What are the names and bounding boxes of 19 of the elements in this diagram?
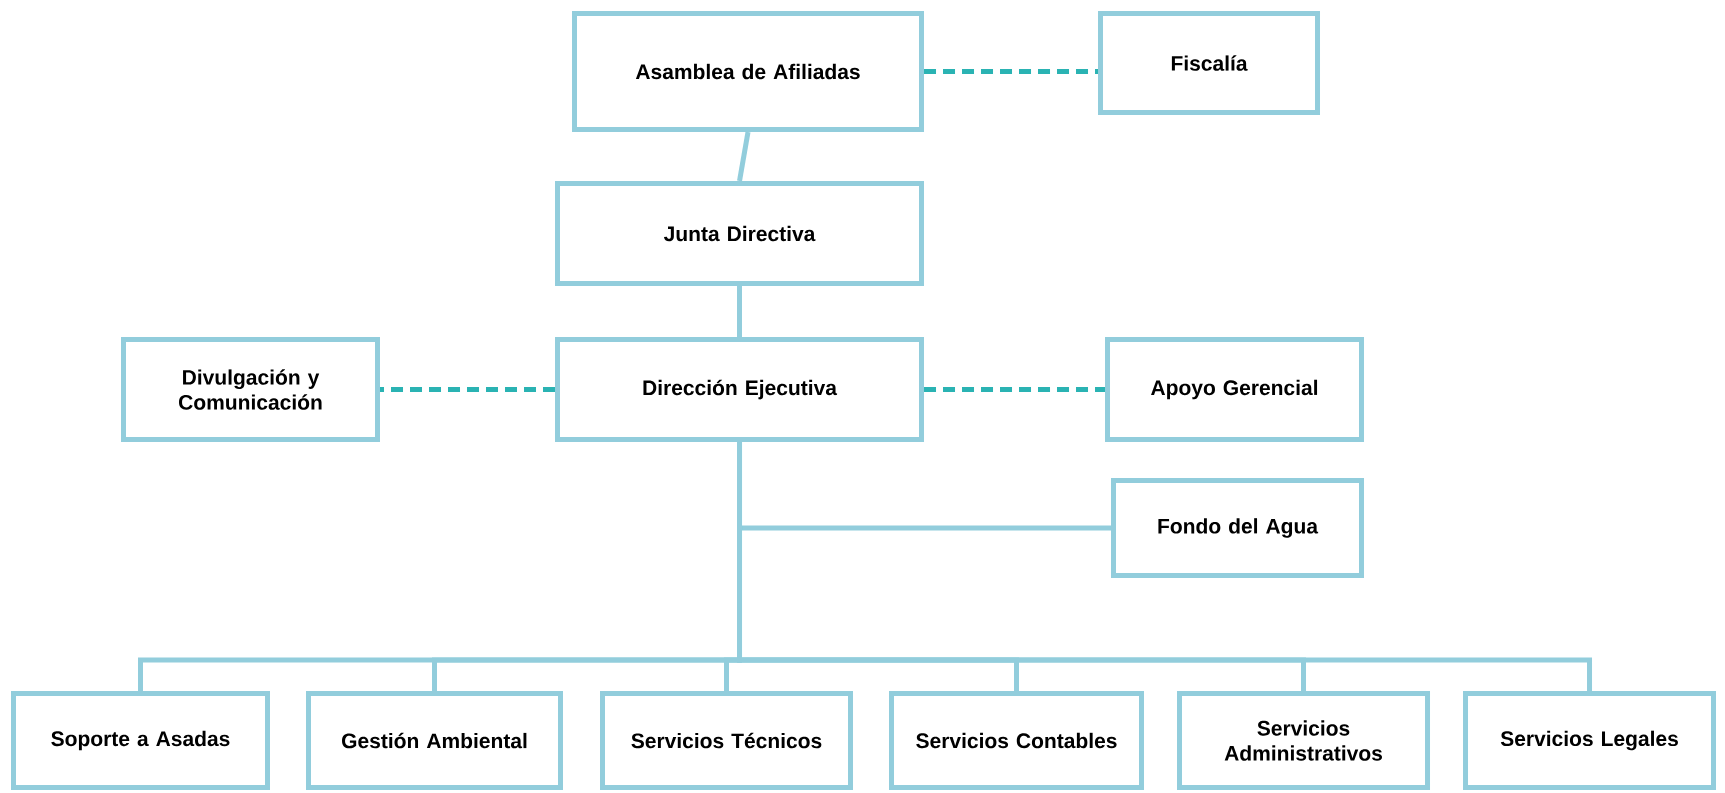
org-box: Fiscalía: [1098, 11, 1320, 115]
org-box: Servicios Legales: [1463, 691, 1716, 790]
org-box: Divulgación y Comunicación: [121, 337, 380, 442]
org-box: Soporte a Asadas: [11, 691, 270, 790]
connector-line: [737, 286, 742, 337]
org-box: Servicios Administrativos: [1177, 691, 1430, 790]
connector-line: [737, 442, 1592, 691]
connector-line: [924, 69, 1098, 74]
org-box: Servicios Contables: [889, 691, 1144, 790]
org-box: Servicios Técnicos: [600, 691, 853, 790]
org-box: Apoyo Gerencial: [1105, 337, 1364, 442]
org-box: Fondo del Agua: [1111, 478, 1364, 578]
connector-line: [924, 387, 1105, 392]
org-box: Dirección Ejecutiva: [555, 337, 924, 442]
org-box: Gestión Ambiental: [306, 691, 563, 790]
org-box: Junta Directiva: [555, 181, 924, 286]
connector-line: [737, 131, 751, 182]
org-box: Asamblea de Afiliadas: [572, 11, 924, 132]
connector-line: [380, 387, 555, 392]
